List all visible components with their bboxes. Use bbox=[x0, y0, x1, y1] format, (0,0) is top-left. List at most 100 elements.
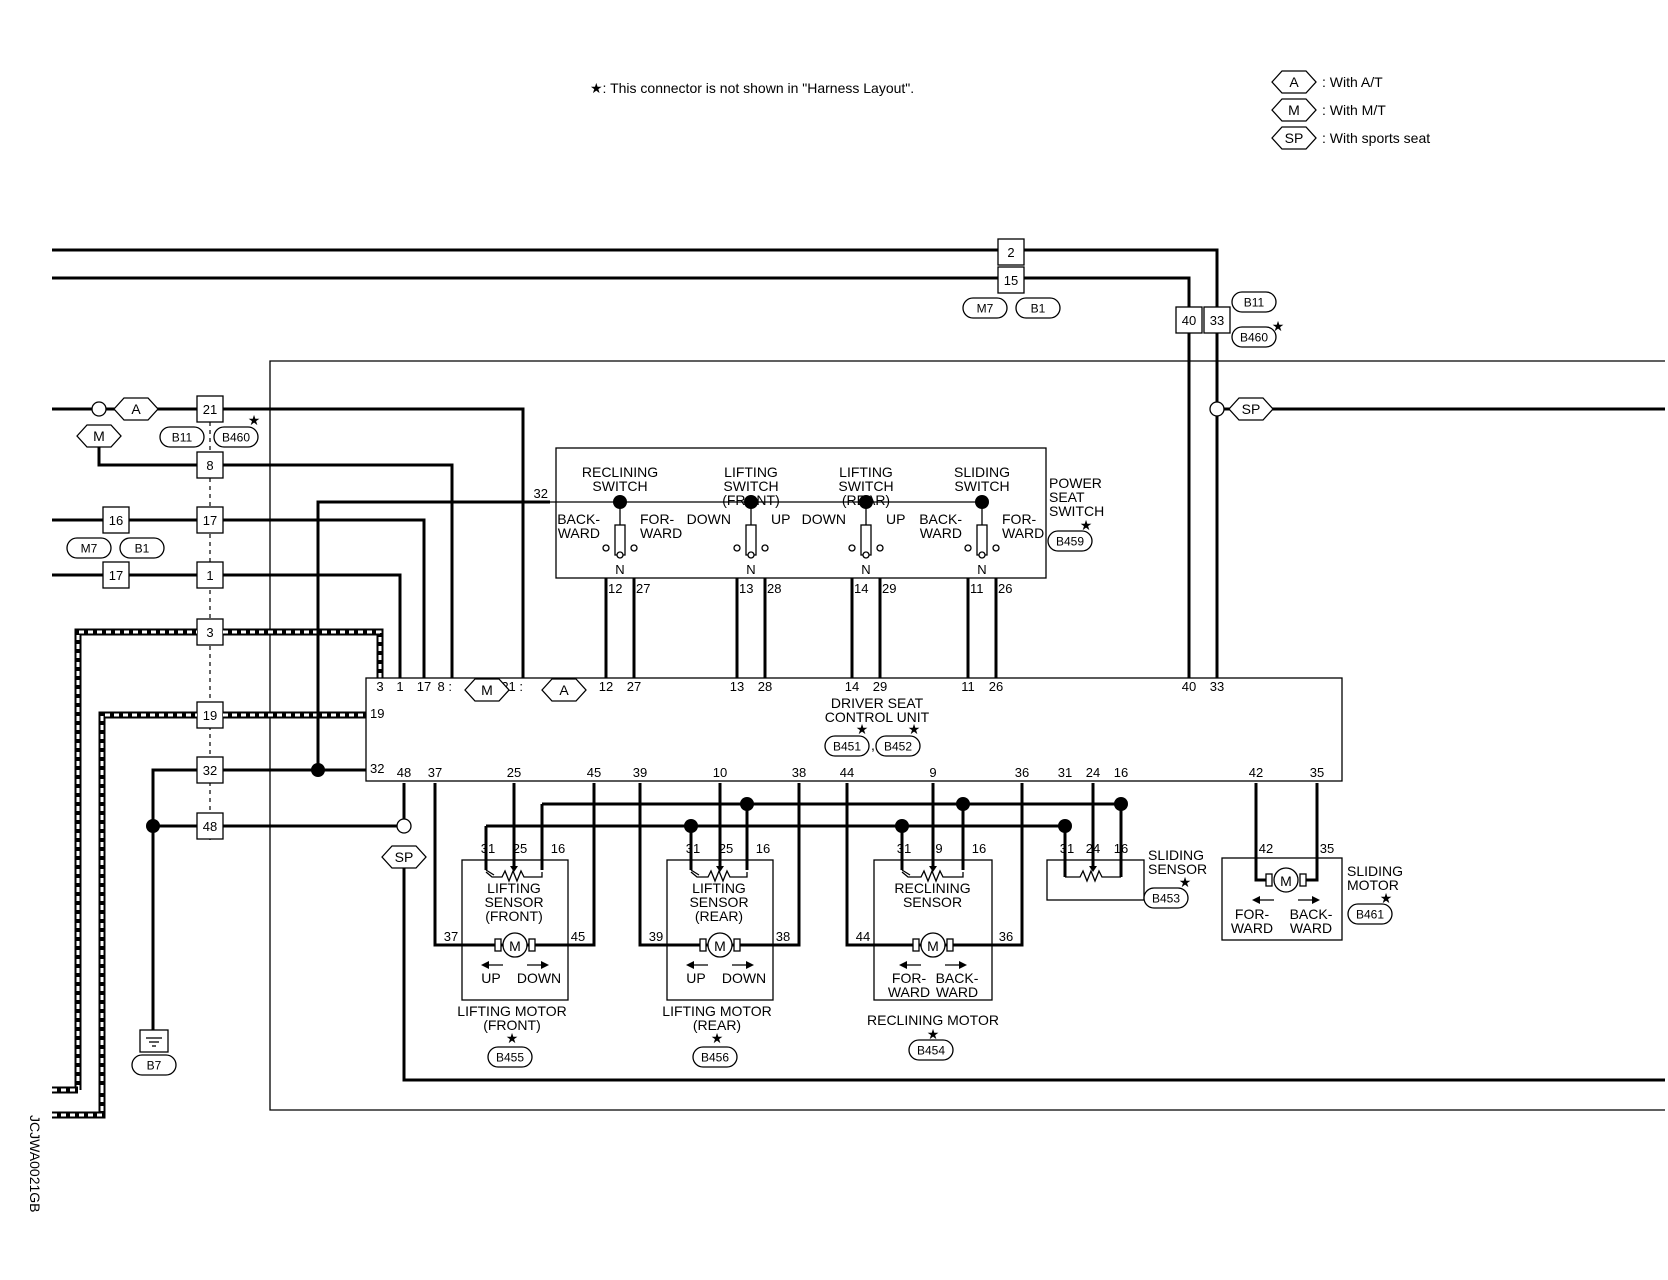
cu-top-pin: 14 bbox=[845, 679, 859, 694]
motor-pin: 45 bbox=[571, 929, 585, 944]
motor-dir-left: UP bbox=[481, 970, 500, 986]
motor-code-tag-label: B454 bbox=[917, 1044, 945, 1058]
cu-top-pin: 17 bbox=[417, 679, 431, 694]
switch-name: LIFTING bbox=[724, 464, 778, 480]
motor-name: (FRONT) bbox=[483, 1017, 541, 1033]
sp-tag-right bbox=[1228, 397, 1274, 421]
cu-a-tag-label: A bbox=[559, 682, 569, 698]
switch-icon bbox=[992, 544, 1000, 552]
motor-icon bbox=[1265, 873, 1273, 887]
switch-name: SLIDING bbox=[954, 464, 1010, 480]
cu-bottom-pin: 24 bbox=[1086, 765, 1100, 780]
switch-neutral: N bbox=[977, 562, 986, 577]
wire-1-cu bbox=[223, 573, 402, 678]
top-connector-pin-2 bbox=[997, 238, 1025, 266]
splice-open-icon bbox=[91, 401, 107, 417]
sensor-name: SENSOR bbox=[903, 894, 962, 910]
switch-right-label: FOR- bbox=[1002, 511, 1037, 527]
m7-connector-pin-17-label: 17 bbox=[109, 568, 123, 583]
switch-right-label: WARD bbox=[1002, 525, 1044, 541]
cu-bottom-pin: 48 bbox=[397, 765, 411, 780]
motor-icon-label: M bbox=[927, 938, 939, 954]
cu-top-pin: 27 bbox=[627, 679, 641, 694]
switch-left-label: WARD bbox=[558, 525, 600, 541]
b11-connector-pin-33 bbox=[1203, 306, 1231, 334]
sensor-name: LIFTING bbox=[692, 880, 746, 896]
legend-tag-sp-label: SP bbox=[1285, 130, 1304, 146]
potentiometer-icon bbox=[929, 866, 937, 872]
switch-name: SWITCH bbox=[723, 478, 778, 494]
switch-pin: 28 bbox=[767, 581, 781, 596]
motor-wire bbox=[515, 783, 596, 947]
connector-b460-tag bbox=[1231, 326, 1277, 348]
cu-bottom-pin: 31 bbox=[1058, 765, 1072, 780]
cu-top-pin: 1 bbox=[396, 679, 403, 694]
cu-left-pin: 32 bbox=[370, 761, 384, 776]
star-mark: ★ bbox=[908, 721, 921, 737]
sensor-name: LIFTING bbox=[487, 880, 541, 896]
sensor-name: (REAR) bbox=[695, 908, 743, 924]
motor-pin: 36 bbox=[999, 929, 1013, 944]
motor-code-tag bbox=[908, 1039, 954, 1061]
motor-dir-left: WARD bbox=[888, 984, 930, 1000]
left-connector-pin-21-label: 21 bbox=[203, 402, 217, 417]
connector-b11-tag-label: B11 bbox=[1244, 296, 1265, 310]
switch-name: SWITCH bbox=[838, 478, 893, 494]
switch-left-label: WARD bbox=[920, 525, 962, 541]
cu-top-pin: 28 bbox=[758, 679, 772, 694]
arrow-right-icon bbox=[959, 961, 967, 969]
splice-dot-icon bbox=[146, 819, 160, 833]
switch-neutral: N bbox=[746, 562, 755, 577]
actuator-box bbox=[461, 859, 569, 1001]
switch-pin: 27 bbox=[636, 581, 650, 596]
switch-left-label: BACK- bbox=[919, 511, 962, 527]
cu-bottom-pin: 37 bbox=[428, 765, 442, 780]
motor-icon bbox=[707, 932, 733, 958]
motor-icon bbox=[946, 938, 954, 952]
motor-code-tag-label: B455 bbox=[496, 1051, 524, 1065]
cu-bottom-pin: 35 bbox=[1310, 765, 1324, 780]
motor-icon bbox=[1273, 867, 1299, 893]
cu-m-tag bbox=[464, 678, 510, 702]
switch-pin-32: 32 bbox=[534, 486, 548, 501]
motor-code-tag bbox=[692, 1046, 738, 1068]
legend-tag-sp bbox=[1271, 126, 1317, 150]
cu-bottom-pin: 39 bbox=[633, 765, 647, 780]
motor-icon bbox=[699, 938, 707, 952]
control-unit-title: CONTROL UNIT bbox=[825, 709, 930, 725]
cu-top-pin: 13 bbox=[730, 679, 744, 694]
potentiometer-icon bbox=[1065, 869, 1121, 883]
motor-pin: 39 bbox=[649, 929, 663, 944]
shield-wire-fg bbox=[223, 630, 382, 678]
control-unit-title: DRIVER SEAT bbox=[831, 695, 924, 711]
motor-pin: 37 bbox=[444, 929, 458, 944]
switch-icon bbox=[630, 544, 638, 552]
motor-pin: 42 bbox=[1259, 841, 1273, 856]
motor-icon bbox=[502, 932, 528, 958]
left-connector-pin-1 bbox=[196, 561, 224, 589]
motor-dir-right: WARD bbox=[936, 984, 978, 1000]
cu-bottom-pin: 42 bbox=[1249, 765, 1263, 780]
motor-name: LIFTING MOTOR bbox=[662, 1003, 771, 1019]
motor-pin: 38 bbox=[776, 929, 790, 944]
switch-b459-tag bbox=[1047, 530, 1093, 552]
switch-right-label: WARD bbox=[640, 525, 682, 541]
sensor-pin: 31 bbox=[897, 841, 911, 856]
star-mark: ★ bbox=[506, 1030, 519, 1046]
left-connector-pin-3-label: 3 bbox=[206, 625, 213, 640]
cu-top-pin: 29 bbox=[873, 679, 887, 694]
cu-top-pin: 12 bbox=[599, 679, 613, 694]
sensor-name: SENSOR bbox=[484, 894, 543, 910]
shield-wire-bg bbox=[52, 1090, 106, 1119]
m7-connector-pin-17 bbox=[102, 561, 130, 589]
switch-neutral: N bbox=[615, 562, 624, 577]
sp-tag-bottom-label: SP bbox=[395, 849, 414, 865]
legend-tag-a bbox=[1271, 70, 1317, 94]
cu-bottom-pin: 16 bbox=[1114, 765, 1128, 780]
left-connector-pin-3 bbox=[196, 618, 224, 646]
motor-icon bbox=[920, 932, 946, 958]
switch-left-label: BACK- bbox=[557, 511, 600, 527]
sliding-motor-name: MOTOR bbox=[1347, 877, 1399, 893]
wire-8-cu bbox=[223, 463, 454, 678]
